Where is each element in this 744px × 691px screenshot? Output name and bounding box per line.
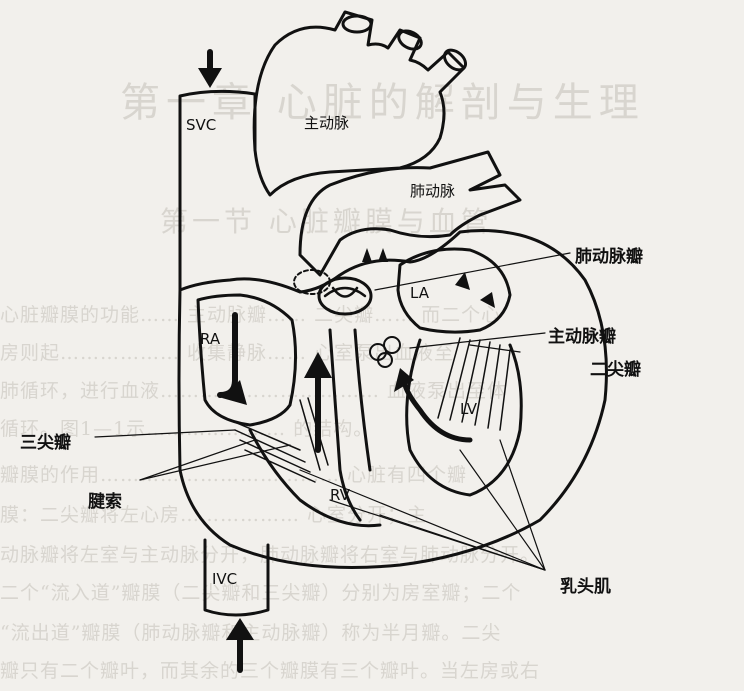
label-aortic-valve: 主动脉瓣 — [548, 322, 616, 347]
label-pulmonary-artery: 肺动脉 — [410, 180, 455, 201]
label-pulmonary-valve: 肺动脉瓣 — [575, 242, 643, 267]
label-papillary-muscle: 乳头肌 — [560, 572, 611, 597]
label-ivc: IVC — [212, 570, 237, 588]
label-tricuspid-valve: 三尖瓣 — [20, 428, 71, 453]
label-la: LA — [410, 284, 429, 302]
rv-chordae — [230, 398, 328, 482]
aortic-valve-shape — [370, 337, 400, 367]
label-lv: LV — [460, 400, 477, 418]
label-ra: RA — [200, 330, 220, 348]
label-rv: RV — [330, 486, 350, 504]
label-chordae: 腱索 — [88, 487, 122, 512]
label-svc: SVC — [186, 116, 216, 134]
right-atrium — [198, 295, 296, 425]
label-aorta: 主动脉 — [304, 112, 349, 133]
label-mitral-valve: 二尖瓣 — [590, 355, 641, 380]
